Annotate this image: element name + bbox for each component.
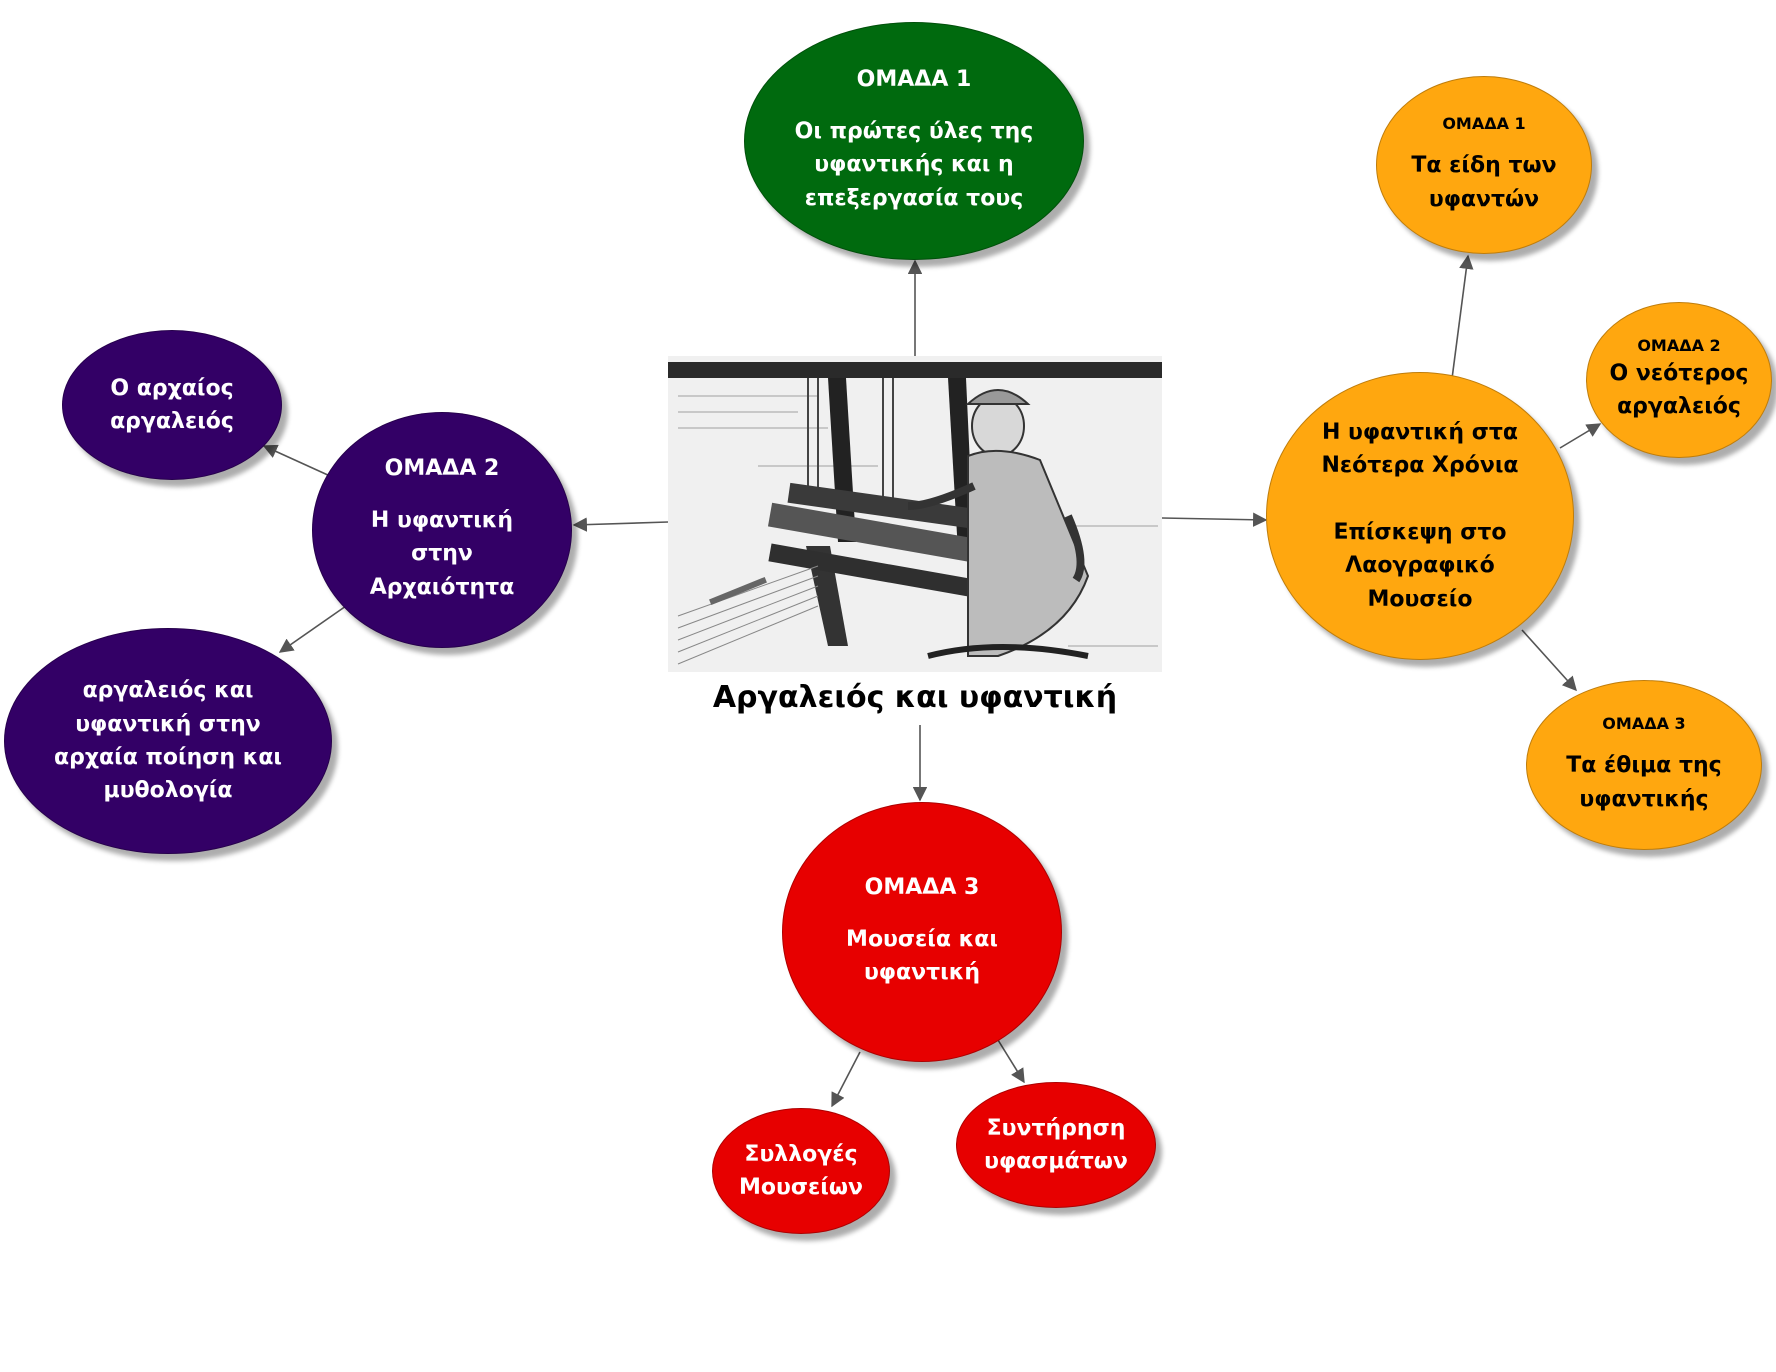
preservation-node: Συντήρηση υφασμάτων (956, 1082, 1156, 1208)
arrow-group3-to-preservation (997, 1039, 1025, 1084)
group2-node: ΟΜΑΔΑ 2 Η υφαντική στην Αρχαιότητα (312, 412, 572, 648)
modern-group3-text: Τα έθιμα της υφαντικής (1566, 753, 1722, 812)
modern-group1-text: Τα είδη των υφαντών (1411, 153, 1557, 212)
arrow-modern-to-g2 (1559, 423, 1602, 449)
modern-group2-text: Ο νεότερος αργαλειός (1609, 360, 1749, 420)
modern-group1-node: ΟΜΑΔΑ 1 Τα είδη των υφαντών (1376, 76, 1592, 254)
center-title: Αργαλειός και υφαντική (712, 680, 1118, 715)
ancient-loom-text: Ο αρχαίος αργαλειός (110, 375, 234, 434)
ancient-loom-node: Ο αρχαίος αργαλειός (62, 330, 282, 480)
collections-node: Συλλογές Μουσείων (712, 1108, 890, 1234)
modern-group1-heading: ΟΜΑΔΑ 1 (1442, 113, 1526, 133)
modern-group2-node: ΟΜΑΔΑ 2 Ο νεότερος αργαλειός (1586, 302, 1772, 458)
arrow-modern-to-g1 (1449, 254, 1474, 395)
ancient-poetry-text: αργαλειός και υφαντική στην αρχαία ποίησ… (53, 678, 283, 804)
group1-text: Οι πρώτες ύλες της υφαντικής και η επεξε… (794, 118, 1034, 211)
group1-heading: ΟΜΑΔΑ 1 (856, 66, 972, 92)
group3-heading: ΟΜΑΔΑ 3 (864, 874, 980, 900)
collections-text: Συλλογές Μουσείων (739, 1141, 863, 1200)
modern-group3-node: ΟΜΑΔΑ 3 Τα έθιμα της υφαντικής (1526, 680, 1762, 850)
arrow-modern-to-g3 (1521, 629, 1577, 692)
arrow-group3-to-collections (831, 1051, 861, 1108)
group2-heading: ΟΜΑΔΑ 2 (384, 455, 500, 481)
loom-weaver-illustration (668, 356, 1162, 672)
group3-text: Μουσεία και υφαντική (846, 926, 998, 986)
group1-node: ΟΜΑΔΑ 1 Οι πρώτες ύλες της υφαντικής και… (744, 22, 1084, 260)
arrow-group2-to-ancient-poetry (278, 605, 347, 653)
arrow-group2-to-ancient-loom (262, 444, 331, 477)
preservation-text: Συντήρηση υφασμάτων (984, 1115, 1128, 1174)
arrow-center-to-group2 (572, 517, 669, 532)
modern-node: Η υφαντική στα Νεότερα Χρόνια Επίσκεψη σ… (1266, 372, 1574, 660)
group2-text: Η υφαντική στην Αρχαιότητα (369, 507, 515, 600)
arrow-center-to-modern (1161, 512, 1268, 527)
ancient-poetry-node: αργαλειός και υφαντική στην αρχαία ποίησ… (4, 628, 332, 854)
modern-group3-heading: ΟΜΑΔΑ 3 (1602, 713, 1686, 733)
group3-node: ΟΜΑΔΑ 3 Μουσεία και υφαντική (782, 802, 1062, 1062)
modern-group2-heading: ΟΜΑΔΑ 2 (1637, 336, 1721, 356)
modern-text: Η υφαντική στα Νεότερα Χρόνια Επίσκεψη σ… (1321, 419, 1519, 612)
